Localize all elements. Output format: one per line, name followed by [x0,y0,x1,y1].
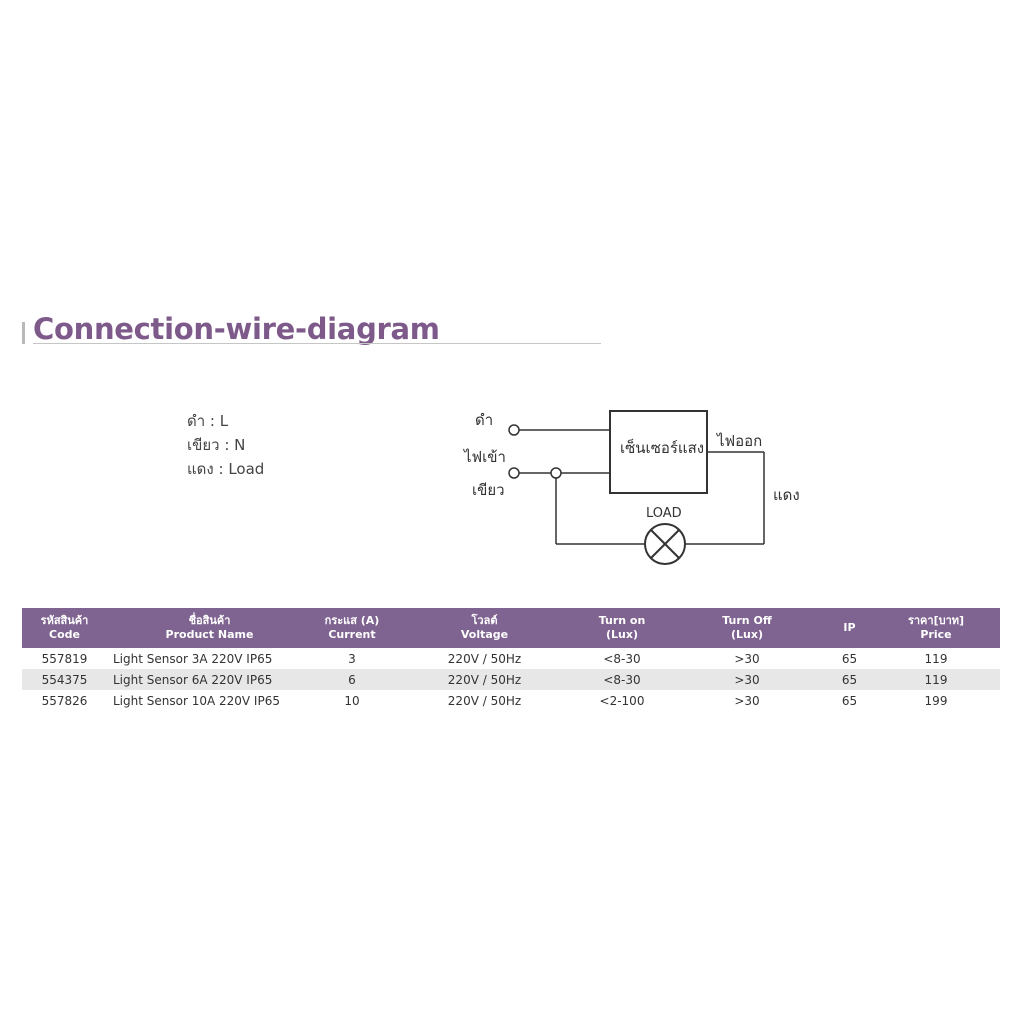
col-header-turn-off: Turn Off(Lux) [722,614,772,641]
terminal-green [508,467,520,479]
cell-turn-on: <2-100 [599,693,645,708]
col-header-ip: IP [843,621,856,634]
cell-ip: 65 [841,693,858,708]
cell-voltage: 220V / 50Hz [447,693,522,708]
label-input-power: ไฟเข้า [463,448,506,466]
cell-ip: 65 [841,651,858,666]
legend-item-red: แดง : Load [187,460,265,478]
lamp-load-icon [644,523,686,565]
cell-price: 119 [924,672,948,687]
cell-price: 119 [924,651,948,666]
load-label: LOAD [646,506,682,521]
cell-code: 557826 [41,693,88,708]
col-header-turn-on: Turn on(Lux) [598,614,646,641]
table-row: 557819 Light Sensor 3A 220V IP65 3 220V … [22,648,1000,669]
light-sensor-box [609,410,708,494]
cell-turn-off: >30 [734,693,760,708]
label-black-wire: ดำ [475,411,493,429]
wire-color-legend: ดำ : L เขียว : N แดง : Load [187,409,264,481]
legend-item-green: เขียว : N [187,436,246,454]
cell-code: 554375 [41,672,88,687]
section-heading: Connection-wire-diagram [22,312,602,346]
cell-current: 6 [348,672,356,687]
cell-turn-on: <8-30 [603,651,641,666]
table-row: 554375 Light Sensor 6A 220V IP65 6 220V … [22,669,1000,690]
cell-turn-on: <8-30 [603,672,641,687]
label-green-wire: เขียว [472,481,505,499]
terminal-black [508,424,520,436]
cell-ip: 65 [841,672,858,687]
col-header-current: กระแส (A)Current [324,614,380,641]
col-header-price: ราคา[บาท]Price [907,614,965,641]
table-row: 557826 Light Sensor 10A 220V IP65 10 220… [22,690,1000,711]
wiring-diagram: ดำ ไฟเข้า เขียว เซ็นเซอร์แสง ไฟออก แดง L… [463,410,800,565]
cell-code: 557819 [41,651,88,666]
cell-product-name: Light Sensor 6A 220V IP65 [113,672,273,687]
col-header-voltage: โวลต์Voltage [460,614,509,641]
cell-product-name: Light Sensor 10A 220V IP65 [113,693,280,708]
heading-divider [33,343,601,344]
cell-turn-off: >30 [734,651,760,666]
cell-voltage: 220V / 50Hz [447,672,522,687]
page-title: Connection-wire-diagram [33,312,440,346]
cell-turn-off: >30 [734,672,760,687]
label-output-power: ไฟออก [716,432,762,450]
junction-node [550,467,562,479]
cell-voltage: 220V / 50Hz [447,651,522,666]
sensor-label: เซ็นเซอร์แสง [620,438,704,457]
heading-accent-bar [22,322,25,344]
cell-product-name: Light Sensor 3A 220V IP65 [113,651,273,666]
label-red-wire: แดง [773,486,800,504]
legend-item-black: ดำ : L [187,412,229,430]
cell-current: 10 [344,693,360,708]
cell-price: 199 [924,693,948,708]
cell-current: 3 [348,651,356,666]
